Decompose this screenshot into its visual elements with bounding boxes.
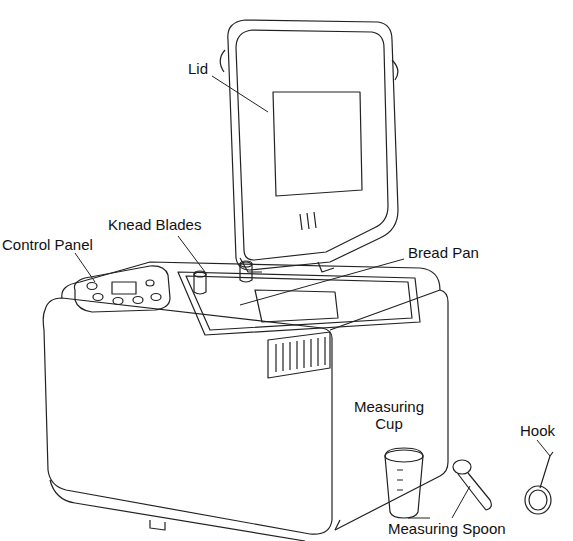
leader-line [240,259,404,305]
part-label: Bread Pan [408,244,479,261]
base-corner [335,520,340,530]
display [112,282,136,294]
lid-window [273,92,362,196]
leader-lines [75,76,550,518]
bread-pan [178,272,420,335]
leader-line [212,76,268,112]
button [113,298,123,305]
part-label: Knead Blades [108,216,201,233]
foot [150,520,165,530]
measuring-spoon [453,460,471,474]
knead-blade [194,271,206,277]
button [151,294,161,301]
leader-line [408,518,430,519]
leader-line [75,253,95,282]
leader-line [178,236,205,272]
hook [529,490,547,510]
cup-rim [385,450,423,462]
hook-stem [540,452,553,488]
bread-pan-rim [186,276,412,330]
button [133,297,143,304]
part-label: Measuring Cup [350,398,428,432]
vent-slots [276,337,325,372]
button [87,283,97,290]
lid [228,20,398,270]
spoon-handle [458,473,491,510]
button [146,280,154,286]
lid-vent [300,212,316,230]
vent [268,332,330,378]
pan-inner [255,290,338,322]
leader-line [537,440,550,456]
cup-marks [397,470,403,490]
body-front [43,298,332,534]
hook [525,486,551,514]
hinge [240,258,334,272]
knead-blade [194,272,206,294]
base [50,480,305,541]
part-label: Measuring Spoon [388,520,506,537]
measuring-cup [385,448,423,518]
leader-line [452,486,470,518]
button [93,294,103,301]
part-label: Control Panel [2,236,93,253]
lid-inner [236,30,388,260]
part-label: Hook [520,422,555,439]
body-top [62,262,440,298]
lid-handle [220,50,398,80]
part-label: Lid [188,60,208,77]
